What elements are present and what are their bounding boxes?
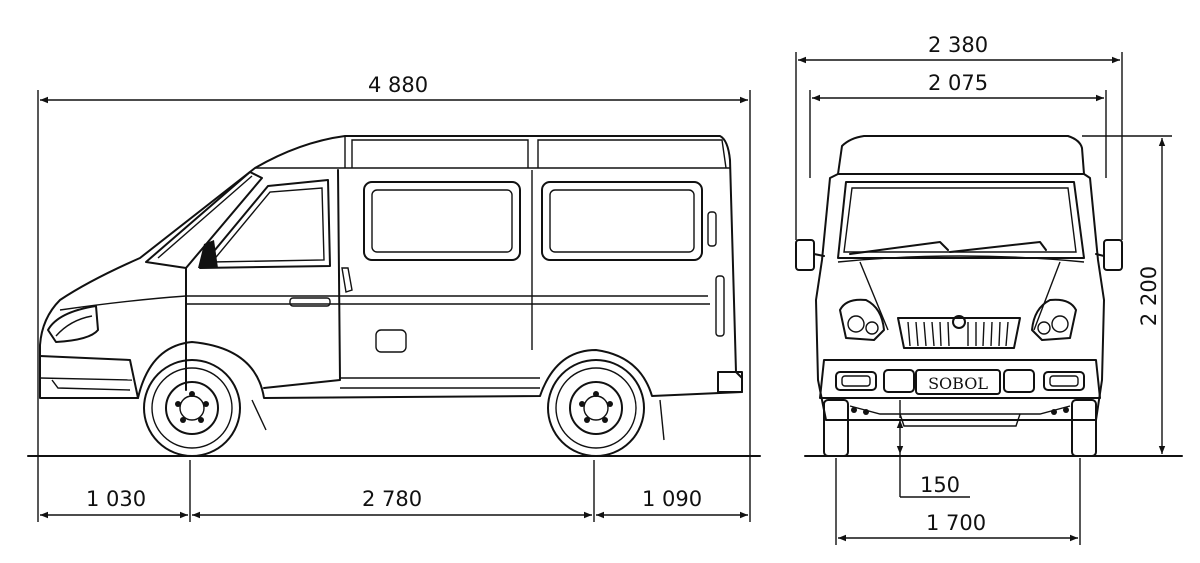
- license-plate: [915, 369, 1001, 395]
- overall-width-label: 2 380: [928, 33, 988, 57]
- rear-overhang-label: 1 090: [642, 487, 702, 511]
- front-view-van: SOBOL: [795, 135, 1123, 457]
- side-dimensions: 4 880 1 030 2 780 1 090: [37, 73, 751, 522]
- side-view-van: [39, 135, 743, 457]
- front-dimensions: 2 380 2 075 2 200 150 1 700: [795, 33, 1172, 545]
- overall-height-label: 2 200: [1137, 266, 1161, 326]
- track-width-label: 1 700: [926, 511, 986, 535]
- front-overhang-label: 1 030: [86, 487, 146, 511]
- body-width-label: 2 075: [928, 71, 988, 95]
- wheelbase-label: 2 780: [362, 487, 422, 511]
- overall-length-label: 4 880: [368, 73, 428, 97]
- model-badge-text: SOBOL: [928, 374, 988, 393]
- ground-clearance-label: 150: [920, 473, 960, 497]
